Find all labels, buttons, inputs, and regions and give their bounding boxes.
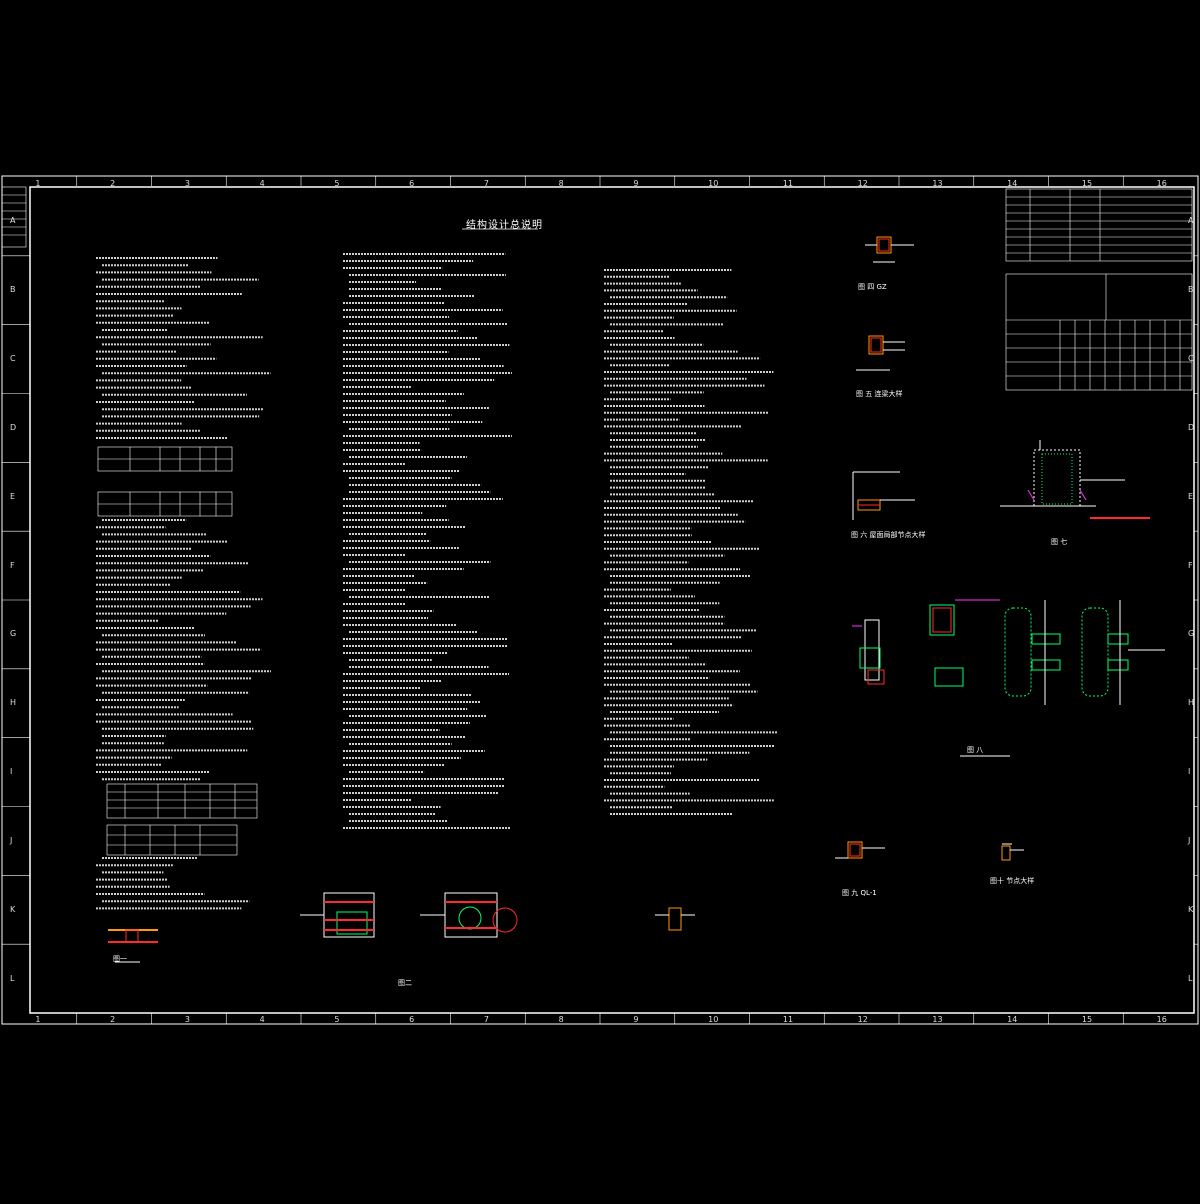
detail-bottom-center	[655, 907, 695, 931]
grid-row-label-left: B	[10, 285, 16, 295]
grid-row-label-right: G	[1188, 629, 1195, 639]
detail-opening-1	[300, 892, 375, 938]
grid-row-label-right: K	[1188, 904, 1194, 914]
grid-row-label-left: J	[10, 835, 13, 845]
table-2	[106, 783, 258, 856]
grid-column-label-top: 4	[259, 179, 265, 188]
grid-column-label-bottom: 1	[35, 1015, 41, 1024]
grid-column-label-top: 9	[633, 179, 639, 188]
detail-gz	[865, 236, 914, 263]
grid-column-label-top: 14	[1007, 179, 1018, 188]
grid-row-label-left: K	[10, 904, 16, 914]
grid-row-label-left: E	[10, 491, 16, 501]
figure-caption: 图 八	[967, 746, 984, 754]
grid-row-label-right: I	[1188, 767, 1191, 777]
grid-row-label-right: B	[1188, 285, 1194, 295]
grid-row-label-left: G	[10, 629, 17, 639]
grid-column-label-bottom: 11	[782, 1015, 794, 1024]
grid-row-label-right: J	[1188, 835, 1191, 845]
detail-bottom-left	[108, 929, 158, 963]
figure-caption: 图 七	[1051, 538, 1068, 546]
text-blocks	[96, 253, 778, 910]
grid-column-label-bottom: 7	[483, 1015, 489, 1024]
grid-column-label-bottom: 16	[1156, 1015, 1167, 1024]
grid-row-label-right: H	[1188, 698, 1195, 708]
grid-column-label-top: 7	[483, 179, 489, 188]
grid-column-label-top: 13	[932, 179, 943, 188]
grid-column-label-top: 2	[110, 179, 116, 188]
figure-caption: 图二	[398, 979, 412, 987]
grid-row-label-right: F	[1188, 560, 1193, 570]
figure-caption: 图 五 连梁大样	[856, 390, 903, 398]
grid-column-label-top: 5	[334, 179, 340, 188]
grid-row-label-left: F	[10, 560, 15, 570]
grid-row-label-right: D	[1188, 422, 1195, 432]
grid-row-label-left: L	[10, 973, 15, 983]
grid-column-label-bottom: 8	[558, 1015, 564, 1024]
grid-row-label-left: I	[10, 767, 13, 777]
grid-column-label-bottom: 12	[857, 1015, 868, 1024]
detail-7	[1000, 440, 1150, 519]
grid-row-label-right: L	[1188, 973, 1193, 983]
title-block	[1005, 188, 1193, 391]
detail-5	[856, 335, 905, 371]
table-1	[97, 446, 233, 517]
grid-column-label-top: 1	[35, 179, 41, 188]
revision-block	[1, 186, 27, 248]
grid-column-label-bottom: 2	[110, 1015, 116, 1024]
sheet-title: 结构设计总说明	[466, 220, 543, 231]
figure-caption: 图十 节点大样	[990, 877, 1035, 885]
grid-column-label-top: 11	[782, 179, 794, 188]
figure-caption: 图 六 屋面局部节点大样	[851, 531, 926, 539]
grid-row-label-right: A	[1188, 216, 1194, 226]
grid-column-label-top: 10	[708, 179, 719, 188]
detail-10	[1001, 843, 1024, 861]
grid-column-label-bottom: 10	[708, 1015, 719, 1024]
grid-column-label-bottom: 6	[409, 1015, 415, 1024]
grid-row-label-left: D	[10, 422, 17, 432]
grid-column-label-top: 3	[184, 179, 190, 188]
grid-column-label-top: 15	[1081, 179, 1093, 188]
grid-column-label-top: 16	[1156, 179, 1167, 188]
figure-caption: 图 九 QL-1	[842, 889, 877, 897]
grid-row-label-right: E	[1188, 491, 1194, 501]
grid-row-label-left: A	[10, 216, 16, 226]
grid-column-label-bottom: 9	[633, 1015, 639, 1024]
detail-9	[835, 841, 885, 859]
grid-column-label-bottom: 13	[932, 1015, 943, 1024]
grid-column-label-top: 8	[558, 179, 564, 188]
figure-caption: 图一	[113, 955, 127, 963]
detail-6	[852, 471, 915, 520]
detail-opening-2	[420, 892, 518, 938]
grid-row-label-left: H	[10, 698, 17, 708]
grid-column-label-bottom: 15	[1081, 1015, 1093, 1024]
grid-row-label-left: C	[10, 354, 16, 364]
grid-column-label-bottom: 14	[1007, 1015, 1018, 1024]
grid-column-label-bottom: 4	[259, 1015, 265, 1024]
grid-column-label-top: 6	[409, 179, 415, 188]
grid-column-label-bottom: 3	[184, 1015, 190, 1024]
grid-row-label-right: C	[1188, 354, 1194, 364]
grid-marks	[2, 176, 1198, 1024]
detail-8	[852, 599, 1165, 757]
grid-column-label-top: 12	[857, 179, 868, 188]
grid-column-label-bottom: 5	[334, 1015, 340, 1024]
figure-caption: 图 四 GZ	[858, 283, 887, 291]
